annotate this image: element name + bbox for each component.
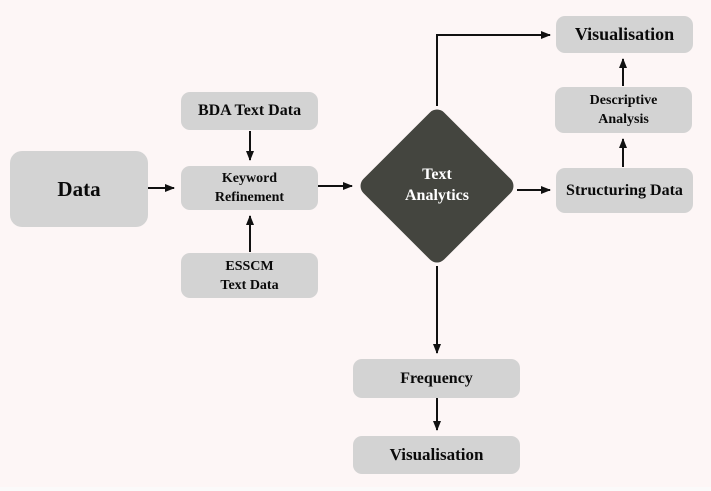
node-visualisation-top: Visualisation: [556, 16, 693, 53]
node-keyword-refinement: Keyword Refinement: [181, 166, 318, 210]
node-bda-text-data: BDA Text Data: [181, 92, 318, 130]
bottom-edge-strip: [0, 487, 711, 491]
node-data: Data: [10, 151, 148, 227]
node-visualisation-bottom: Visualisation: [353, 436, 520, 474]
node-frequency: Frequency: [353, 359, 520, 398]
node-esscm-text-data: ESSCM Text Data: [181, 253, 318, 298]
arrow-analytics-to-visualisation-top: [436, 31, 551, 106]
node-text-analytics-label: Text Analytics: [405, 166, 469, 204]
node-descriptive-analysis: Descriptive Analysis: [555, 87, 692, 133]
node-structuring-data: Structuring Data: [556, 168, 693, 213]
